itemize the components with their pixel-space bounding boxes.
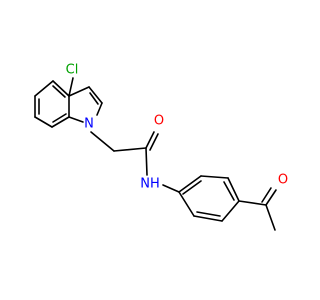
bond bbox=[90, 131, 115, 152]
bond bbox=[193, 215, 223, 222]
bond bbox=[178, 191, 195, 217]
bond bbox=[265, 204, 276, 231]
bond bbox=[145, 147, 148, 176]
bond bbox=[113, 147, 147, 152]
bond bbox=[261, 187, 272, 203]
bond bbox=[149, 133, 159, 151]
bond bbox=[52, 80, 70, 97]
bond bbox=[34, 80, 54, 97]
indole-nitrogen-label: N bbox=[84, 117, 94, 132]
bond bbox=[68, 86, 90, 97]
bond bbox=[51, 116, 70, 128]
bond bbox=[89, 92, 99, 105]
chlorine-label: Cl bbox=[66, 63, 79, 78]
bond bbox=[200, 175, 229, 179]
bond bbox=[221, 200, 240, 222]
bond bbox=[162, 184, 180, 193]
bond bbox=[52, 85, 66, 98]
molecule-diagram: Cl N O NH O bbox=[34, 63, 288, 231]
amide-nitrogen-label: NH bbox=[140, 177, 160, 192]
bond bbox=[52, 113, 67, 123]
bond bbox=[34, 116, 53, 128]
bond bbox=[88, 86, 103, 104]
bond bbox=[178, 175, 202, 193]
bond bbox=[68, 116, 84, 123]
bond bbox=[68, 77, 74, 97]
acetyl-oxygen-label: O bbox=[278, 173, 288, 188]
bond bbox=[223, 181, 235, 201]
bond bbox=[96, 102, 103, 116]
bond bbox=[182, 180, 202, 195]
bond bbox=[265, 189, 277, 206]
bond-lines bbox=[34, 77, 277, 231]
bond bbox=[145, 131, 155, 149]
atom-labels: Cl N O NH O bbox=[66, 63, 288, 192]
bond bbox=[238, 200, 267, 206]
bond bbox=[196, 211, 221, 217]
amide-oxygen-label: O bbox=[154, 114, 164, 129]
bond bbox=[227, 177, 240, 202]
